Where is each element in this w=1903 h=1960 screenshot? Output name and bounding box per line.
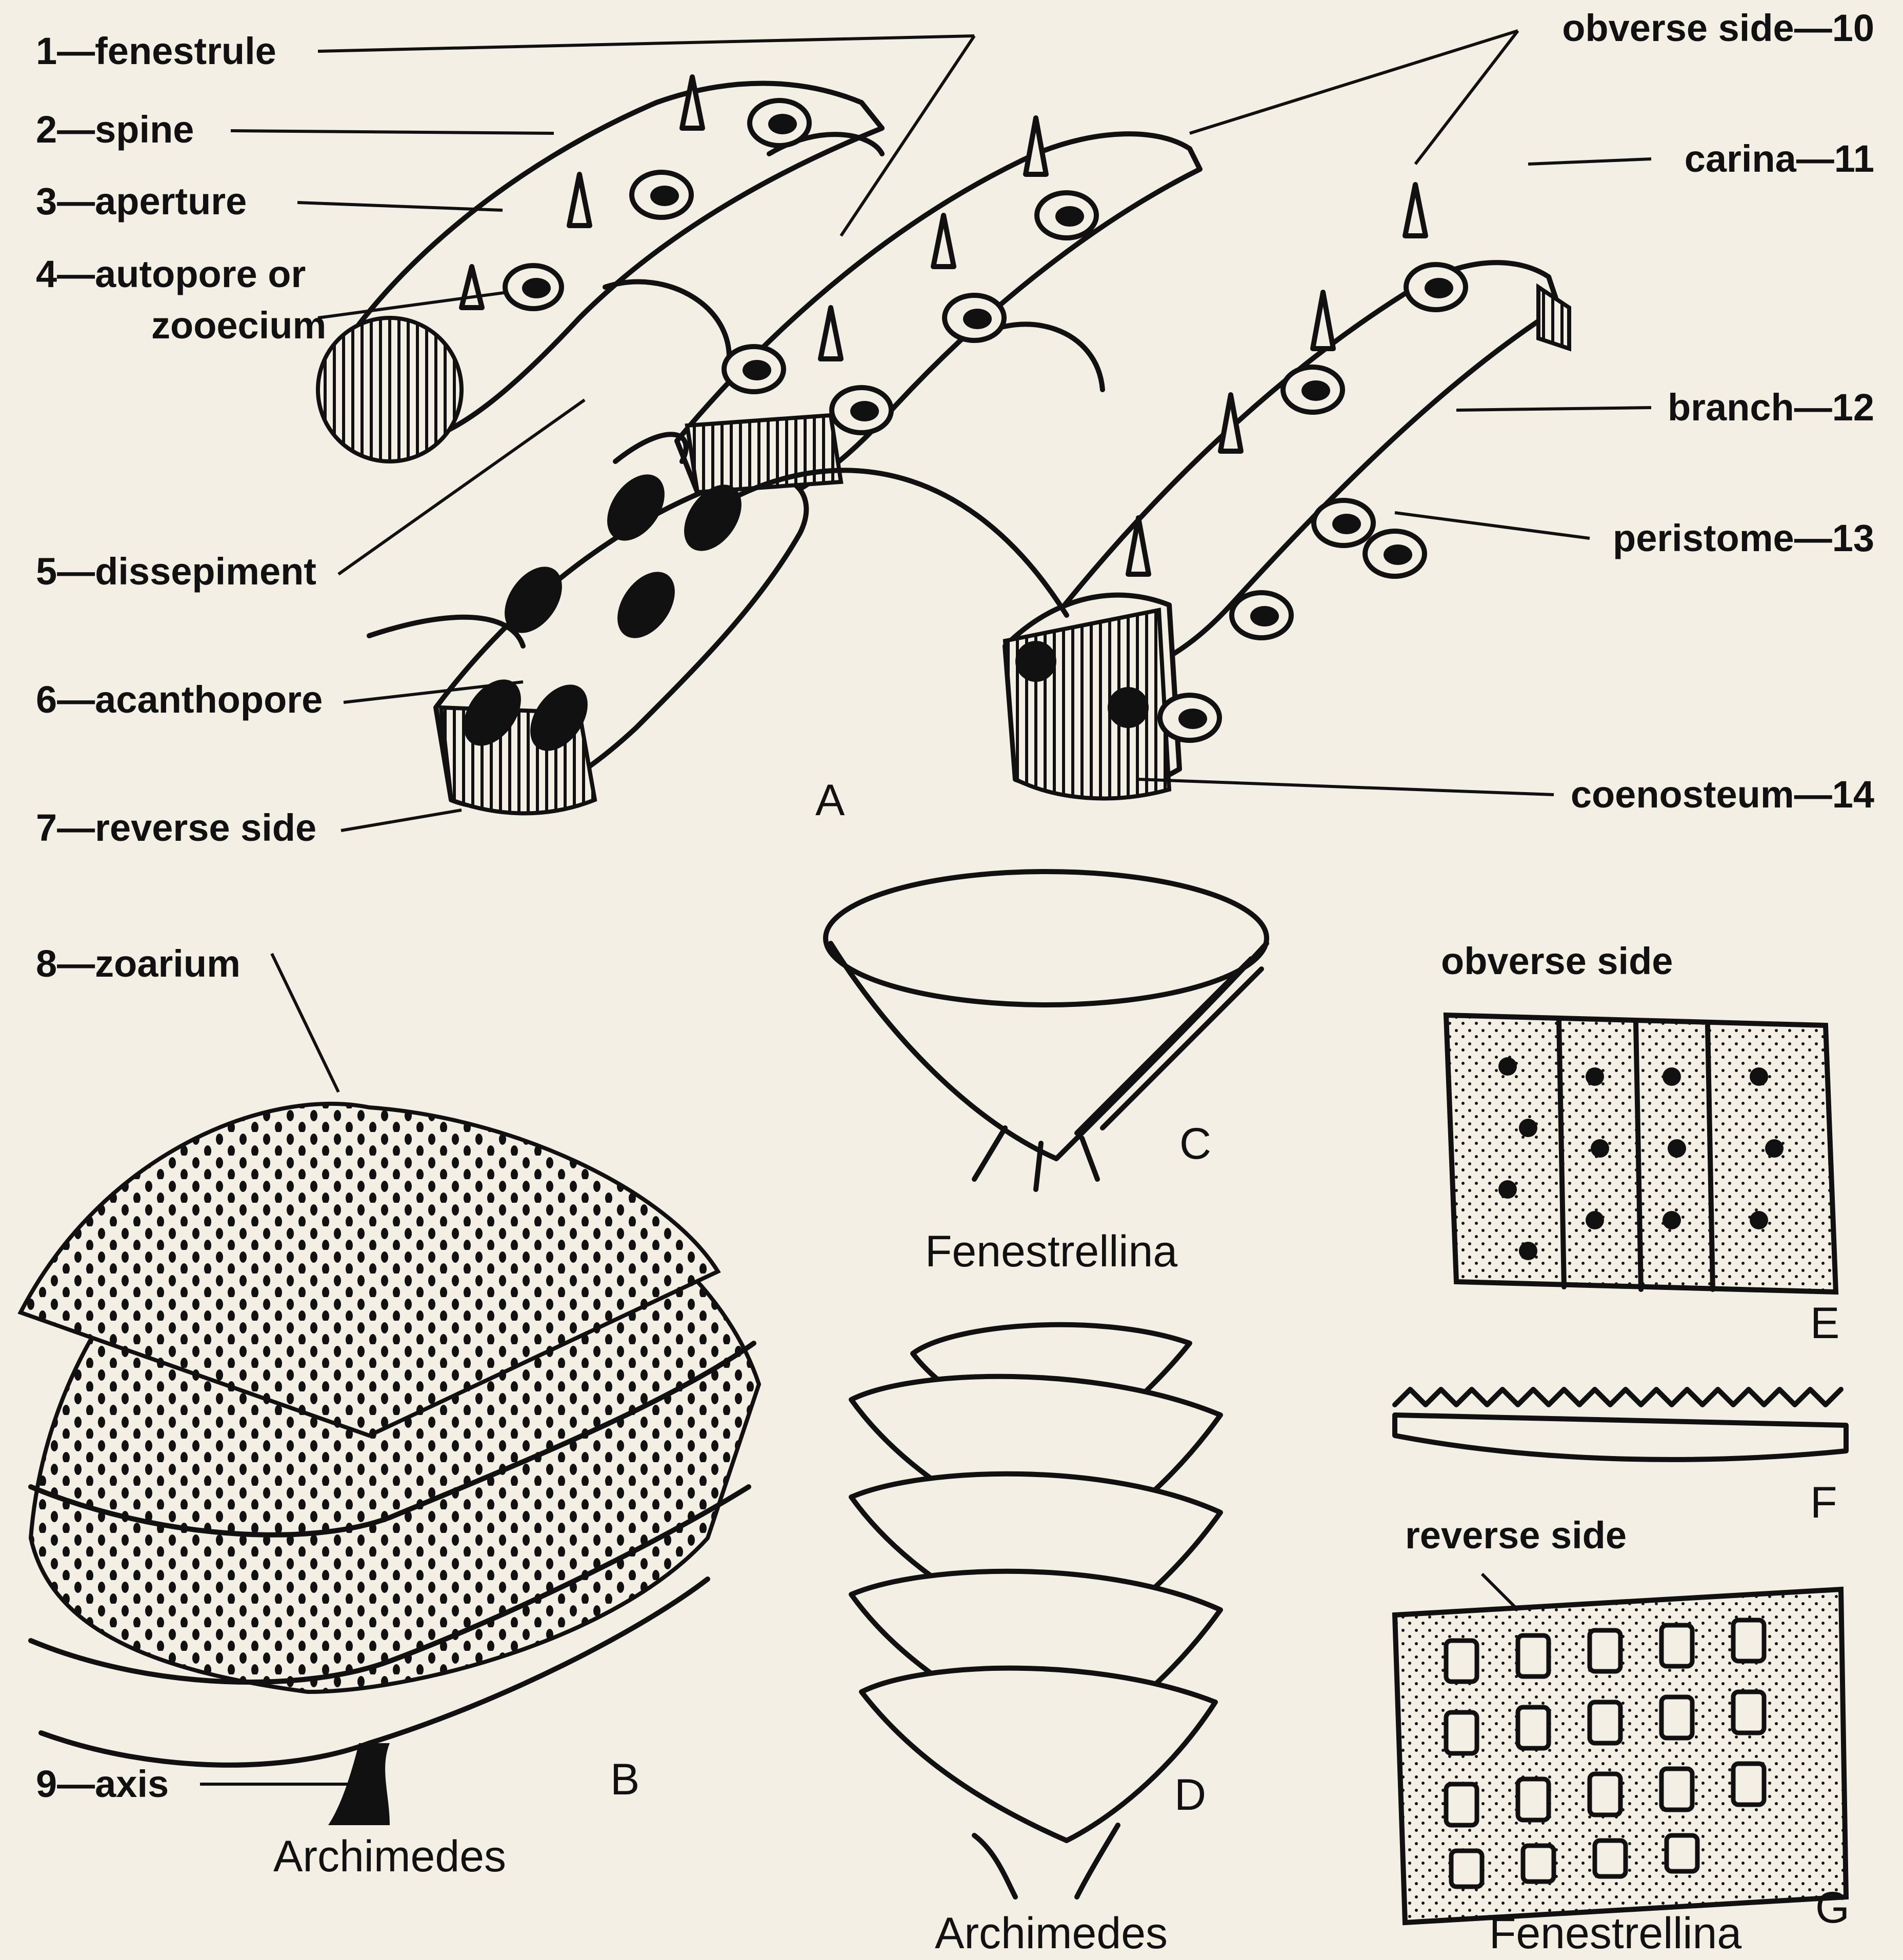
caption-c: Fenestrellina <box>925 1227 1178 1276</box>
panel-letter-d: D <box>1174 1770 1206 1820</box>
label-6: 6—acanthopore <box>36 678 323 721</box>
panel-letter-a: A <box>815 776 845 825</box>
panel-g-drawing <box>1395 1589 1846 1923</box>
panel-f-drawing <box>1395 1389 1846 1460</box>
label-4-cont: zooecium <box>151 304 326 347</box>
panel-letter-b: B <box>610 1755 639 1804</box>
caption-b: Archimedes <box>273 1832 506 1881</box>
label-1: 1—fenestrule <box>36 30 276 72</box>
sublabel-e: obverse side <box>1441 940 1673 982</box>
label-3: 3—aperture <box>36 180 247 223</box>
panel-letter-e: E <box>1810 1299 1839 1348</box>
caption-g: Fenestrellina <box>1489 1909 1742 1958</box>
panel-d-drawing <box>851 1325 1220 1897</box>
label-2: 2—spine <box>36 108 194 151</box>
right-label-list: obverse side—10 carina—11 branch—12 peri… <box>1562 7 1874 816</box>
label-11: carina—11 <box>1685 137 1874 180</box>
label-9: 9—axis <box>36 1763 169 1805</box>
label-10: obverse side—10 <box>1562 7 1874 49</box>
panel-letter-c: C <box>1179 1119 1211 1168</box>
panel-letter-f: F <box>1810 1478 1837 1527</box>
label-12: branch—12 <box>1668 386 1874 429</box>
panel-e-drawing <box>1446 1015 1836 1292</box>
label-13: peristome—13 <box>1613 517 1874 559</box>
label-14: coenosteum—14 <box>1571 773 1874 816</box>
label-4: 4—autopore or <box>36 253 306 295</box>
panel-a-drawing <box>318 77 1569 813</box>
label-7: 7—reverse side <box>36 806 316 849</box>
label-5: 5—dissepiment <box>36 550 316 593</box>
panel-b-drawing <box>21 1104 759 1825</box>
sublabel-g: reverse side <box>1405 1514 1627 1557</box>
caption-d: Archimedes <box>935 1909 1168 1958</box>
label-8: 8—zoarium <box>36 942 241 985</box>
panel-letter-g: G <box>1815 1883 1850 1932</box>
